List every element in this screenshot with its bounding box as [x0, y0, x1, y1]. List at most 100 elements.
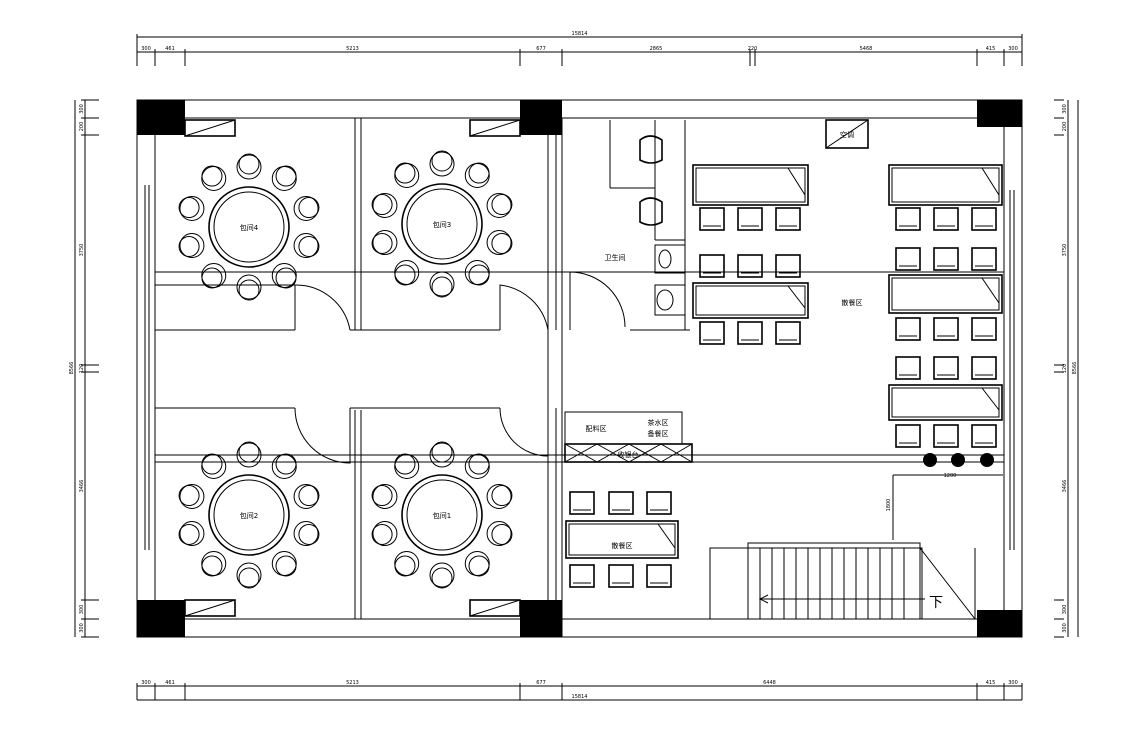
dimension-total: 15814 [572, 31, 588, 37]
squat-toilet-icon [639, 197, 663, 226]
chair [293, 483, 320, 509]
chair [271, 453, 297, 479]
chair [464, 551, 490, 577]
dimension-value: 120 [1062, 364, 1068, 374]
chair [371, 521, 398, 547]
chair [178, 233, 205, 259]
dimension-value: 220 [748, 46, 758, 52]
chair [394, 162, 420, 188]
chair [429, 562, 455, 589]
chair [971, 356, 997, 380]
dimension-value: 300 [1008, 680, 1018, 686]
staircase [709, 542, 976, 620]
chair [394, 453, 420, 479]
dining-table [888, 274, 1003, 314]
round-tables [178, 150, 513, 589]
chair [569, 491, 595, 515]
chair [699, 207, 725, 231]
chair [895, 207, 921, 231]
chair [486, 483, 513, 509]
dimension-value: 300 [79, 605, 85, 615]
label-serving-area: 备餐区 [648, 429, 669, 438]
dining-table [692, 282, 809, 319]
chair [775, 321, 801, 345]
round-table [371, 150, 513, 298]
chair [293, 195, 320, 221]
label-air-conditioner: 空调 [840, 130, 854, 139]
dimension-value: 461 [165, 46, 175, 52]
chair [236, 153, 262, 180]
label-seasoning-area: 配料区 [586, 424, 607, 433]
label-cashier: 收银台 [618, 450, 639, 459]
column [977, 610, 1022, 637]
column [137, 100, 185, 135]
counters [564, 411, 693, 463]
dimension-value: 677 [536, 46, 546, 52]
chair [271, 263, 297, 289]
label-tea-area: 茶水区 [648, 418, 669, 427]
chair [971, 317, 997, 341]
label-private-room-4: 包间4 [240, 223, 259, 232]
chair [293, 233, 320, 259]
chair [178, 521, 205, 547]
chair [371, 230, 398, 256]
dimension-value: 5213 [346, 680, 359, 686]
chair [464, 453, 490, 479]
column [520, 100, 562, 135]
chair [178, 483, 205, 509]
chair [933, 247, 959, 271]
planter-depth-dim: 1800 [886, 499, 892, 512]
chair [775, 254, 801, 278]
chair [201, 263, 227, 289]
column [520, 600, 562, 637]
dimension-value: 415 [986, 680, 996, 686]
label-private-room-1: 包间1 [433, 511, 451, 520]
room-labels: 包间4 包间3 包间2 包间1 卫生间 散餐区 散餐区 配料区 茶水区 备餐区 … [240, 130, 957, 611]
chair [236, 441, 262, 468]
dimension-value: 3466 [1062, 480, 1068, 493]
chair [933, 207, 959, 231]
label-dining-area: 散餐区 [842, 298, 863, 307]
chair [775, 207, 801, 231]
label-private-room-2: 包间2 [240, 511, 258, 520]
dimension-value: 300 [79, 623, 85, 633]
chair [236, 274, 262, 301]
column [977, 100, 1022, 127]
chair [371, 483, 398, 509]
chair [608, 564, 634, 588]
chair [737, 254, 763, 278]
dimension-total: 8566 [1072, 362, 1078, 375]
dimension-value: 677 [536, 680, 546, 686]
chair [737, 321, 763, 345]
dimension-total: 8566 [69, 362, 75, 375]
chair [429, 441, 455, 468]
chair [486, 521, 513, 547]
dimension-value: 461 [165, 680, 175, 686]
round-table [178, 441, 320, 589]
dimension-value: 200 [1062, 122, 1068, 132]
dimension-value: 3750 [1062, 244, 1068, 257]
chair [895, 356, 921, 380]
chair [486, 230, 513, 256]
restroom-fixtures [609, 120, 690, 331]
dimension-total: 15814 [572, 694, 588, 700]
dimension-value: 120 [79, 364, 85, 374]
planter-width-dim: 1200 [944, 473, 957, 479]
dining-table [692, 164, 809, 206]
label-dining-area: 散餐区 [612, 541, 633, 550]
dimension-value: 415 [986, 46, 996, 52]
column [137, 600, 185, 637]
chair [933, 317, 959, 341]
chair [699, 254, 725, 278]
dining-table [888, 384, 1003, 421]
chair [201, 551, 227, 577]
dimension-value: 300 [1062, 104, 1068, 114]
chair [895, 424, 921, 448]
chair [271, 551, 297, 577]
squat-toilet-icon [639, 135, 663, 164]
chair [464, 260, 490, 286]
dining-table [888, 164, 1003, 206]
label-restroom: 卫生间 [605, 253, 626, 262]
